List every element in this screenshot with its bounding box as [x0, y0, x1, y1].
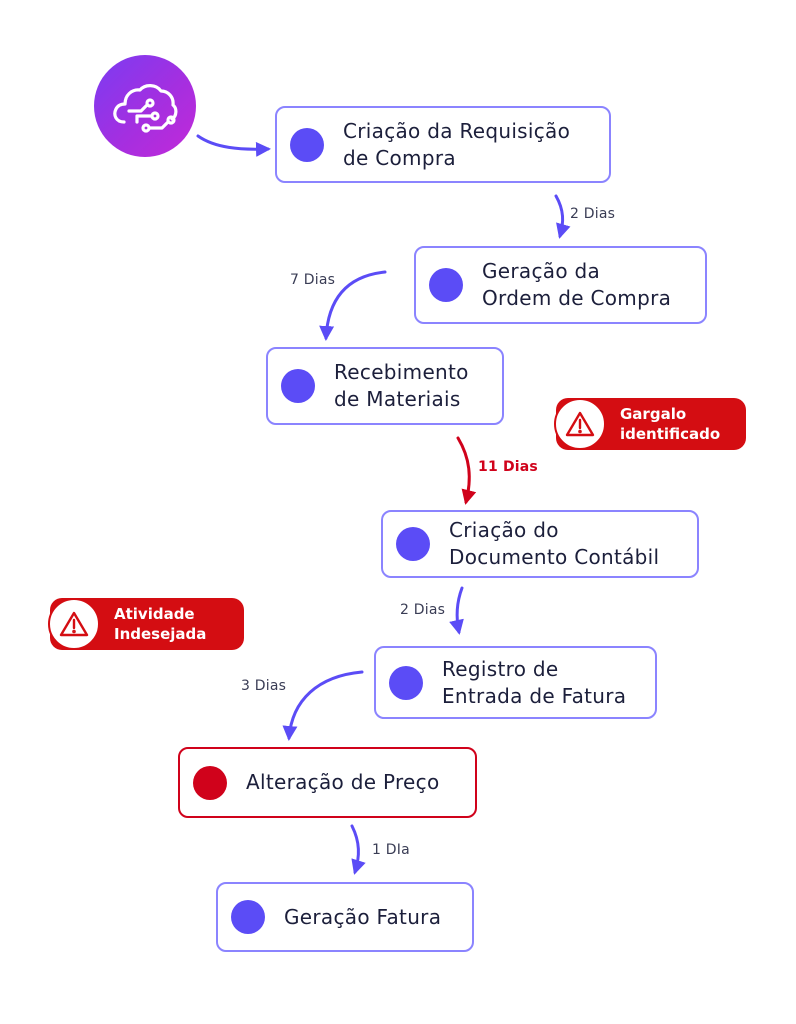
node-label: Geração Fatura	[284, 904, 442, 929]
badge-atividade-indesejada: Atividade Indesejada	[48, 598, 244, 650]
node-geracao-ordem: Geração da Ordem de Compra	[414, 246, 707, 324]
node-dot	[290, 127, 324, 162]
node-dot	[231, 900, 265, 934]
warning-triangle-icon	[48, 598, 100, 650]
arrow-n6-to-n7	[350, 824, 366, 875]
node-dot	[389, 665, 423, 700]
edge-label-n1-n2: 2 Dias	[570, 206, 616, 222]
node-label: Geração da Ordem de Compra	[482, 259, 672, 310]
edge-label-n5-n6: 3 Dias	[241, 678, 287, 694]
arrow-n4-to-n5	[449, 586, 464, 635]
cloud-circuit-icon	[94, 55, 196, 157]
node-criacao-documento: Criação do Documento Contábil	[381, 510, 699, 578]
arrow-logo-to-n1	[196, 134, 271, 157]
node-alteracao-preco: Alteração de Preço	[178, 747, 477, 818]
arrow-n1-to-n2	[554, 194, 571, 239]
edge-label-n3-n4: 11 Dias	[478, 459, 538, 475]
edge-label-n4-n5: 2 Dias	[400, 602, 446, 618]
node-label: Criação do Documento Contábil	[449, 518, 660, 569]
arrow-n3-to-n4	[456, 436, 477, 505]
node-registro-fatura: Registro de Entrada de Fatura	[374, 646, 657, 719]
node-recebimento-materiais: Recebimento de Materiais	[266, 347, 504, 425]
node-label: Recebimento de Materiais	[334, 360, 469, 411]
node-label: Alteração de Preço	[246, 770, 440, 794]
node-dot	[193, 765, 227, 800]
badge-text: Atividade Indesejada	[114, 605, 207, 643]
warning-triangle-icon	[554, 398, 606, 450]
arrow-n2-to-n3	[319, 270, 387, 341]
badge-text: Gargalo identificado	[620, 405, 721, 443]
node-geracao-fatura: Geração Fatura	[216, 882, 474, 952]
edge-label-n6-n7: 1 DIa	[372, 842, 410, 858]
node-criacao-requisicao: Criação da Requisição de Compra	[275, 106, 611, 183]
node-dot	[281, 369, 315, 403]
node-dot	[396, 527, 430, 561]
node-label: Registro de Entrada de Fatura	[442, 656, 627, 708]
node-dot	[429, 268, 463, 302]
arrow-n5-to-n6	[282, 670, 364, 741]
node-label: Criação da Requisição de Compra	[343, 118, 571, 170]
edge-label-n2-n3: 7 Dias	[290, 272, 336, 288]
badge-gargalo: Gargalo identificado	[554, 398, 746, 450]
